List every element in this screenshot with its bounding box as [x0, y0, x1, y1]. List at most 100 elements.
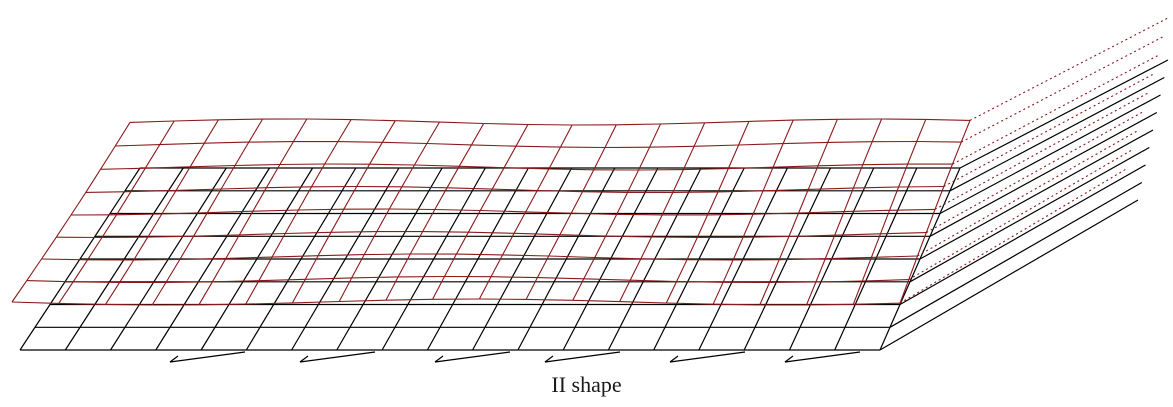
mesh-line	[759, 282, 771, 306]
mesh-line	[537, 277, 584, 280]
mesh-line	[834, 211, 845, 236]
mesh-line	[258, 278, 306, 282]
mesh-line	[304, 255, 319, 280]
mesh-line	[422, 209, 436, 232]
mesh-line	[175, 166, 191, 191]
mesh-line	[189, 142, 205, 168]
mesh-line	[364, 253, 411, 256]
mesh-line	[572, 299, 620, 303]
mesh-line	[712, 282, 724, 305]
mesh-line	[889, 181, 1143, 328]
mesh-line	[582, 191, 628, 193]
mesh-line	[753, 212, 799, 215]
mesh-line	[834, 167, 918, 351]
support-arrow	[434, 355, 444, 363]
mesh-line	[515, 124, 529, 147]
mesh-line	[560, 124, 573, 148]
mesh-line	[114, 122, 131, 147]
mesh-line	[788, 234, 835, 238]
mesh-line	[738, 143, 784, 146]
mesh-line	[672, 191, 719, 194]
mesh-line	[698, 167, 788, 351]
mesh-line	[925, 118, 971, 121]
mesh-line	[369, 163, 415, 166]
mesh-line	[284, 209, 299, 234]
mesh-line	[779, 258, 826, 261]
mesh-line	[686, 237, 698, 260]
mesh-line	[193, 234, 240, 237]
mesh-line	[73, 281, 120, 283]
mesh-line	[879, 199, 1139, 351]
mesh-line	[297, 186, 312, 211]
mesh-line	[204, 141, 249, 144]
mesh-line	[793, 118, 838, 121]
mesh-line	[151, 282, 167, 306]
mesh-line	[203, 119, 219, 144]
mesh-line	[717, 168, 729, 193]
mesh-line	[824, 234, 836, 259]
mesh-line	[742, 213, 754, 238]
mesh-line	[653, 167, 745, 351]
mesh-line	[459, 165, 505, 169]
mesh-line	[773, 165, 819, 168]
mesh-line	[26, 280, 74, 283]
mesh-line	[356, 163, 371, 187]
mesh-line	[908, 255, 919, 280]
mesh-line	[492, 188, 538, 192]
mesh-line	[880, 232, 927, 235]
mesh-line	[385, 298, 433, 301]
mesh-line	[582, 169, 595, 192]
mesh-line	[899, 164, 1146, 306]
mesh-line	[439, 121, 484, 125]
mesh-line	[605, 214, 618, 237]
mesh-line	[165, 281, 213, 283]
mesh-line	[174, 119, 219, 122]
mesh-line	[11, 280, 28, 303]
mesh-line	[351, 276, 399, 279]
mesh-line	[889, 208, 936, 211]
mesh-line	[468, 231, 515, 234]
mesh-line	[234, 163, 280, 167]
mesh-line	[291, 167, 400, 351]
mesh-line	[70, 192, 87, 216]
mesh-line	[807, 165, 819, 190]
mesh-line	[414, 164, 460, 167]
mesh-line	[629, 258, 642, 281]
mesh-line	[752, 190, 764, 215]
mesh-line	[458, 144, 472, 167]
mesh-line	[211, 258, 227, 283]
mesh-line	[727, 144, 740, 169]
mesh-line	[871, 118, 883, 142]
mesh-line	[676, 259, 688, 282]
mesh-line	[105, 282, 121, 305]
mesh-line	[672, 169, 684, 193]
mesh-line	[330, 231, 377, 233]
mesh-line	[225, 234, 240, 259]
mesh-line	[871, 255, 918, 258]
mesh-line	[660, 122, 705, 125]
mesh-line	[206, 188, 222, 213]
mesh-line	[491, 167, 505, 190]
support-arrow	[669, 351, 746, 363]
mesh-line	[115, 144, 160, 147]
mesh-line	[763, 188, 809, 192]
mesh-line	[862, 141, 873, 165]
mesh-line	[548, 255, 595, 259]
mesh-line	[870, 233, 882, 258]
mesh-line	[426, 142, 472, 146]
mesh-line	[248, 118, 264, 143]
mesh-figure	[11, 17, 1169, 363]
mesh-line	[817, 142, 829, 167]
mesh-line	[479, 188, 493, 211]
mesh-line	[395, 120, 440, 123]
mesh-line	[100, 167, 146, 170]
mesh-line	[330, 208, 345, 233]
mesh-line	[630, 279, 677, 283]
mesh-line	[707, 213, 754, 216]
mesh-line	[743, 235, 789, 238]
mesh-line	[619, 301, 667, 304]
mesh-line	[351, 119, 396, 122]
mesh-line	[478, 276, 492, 300]
mesh-line	[292, 118, 308, 142]
support-arrow	[434, 351, 511, 363]
